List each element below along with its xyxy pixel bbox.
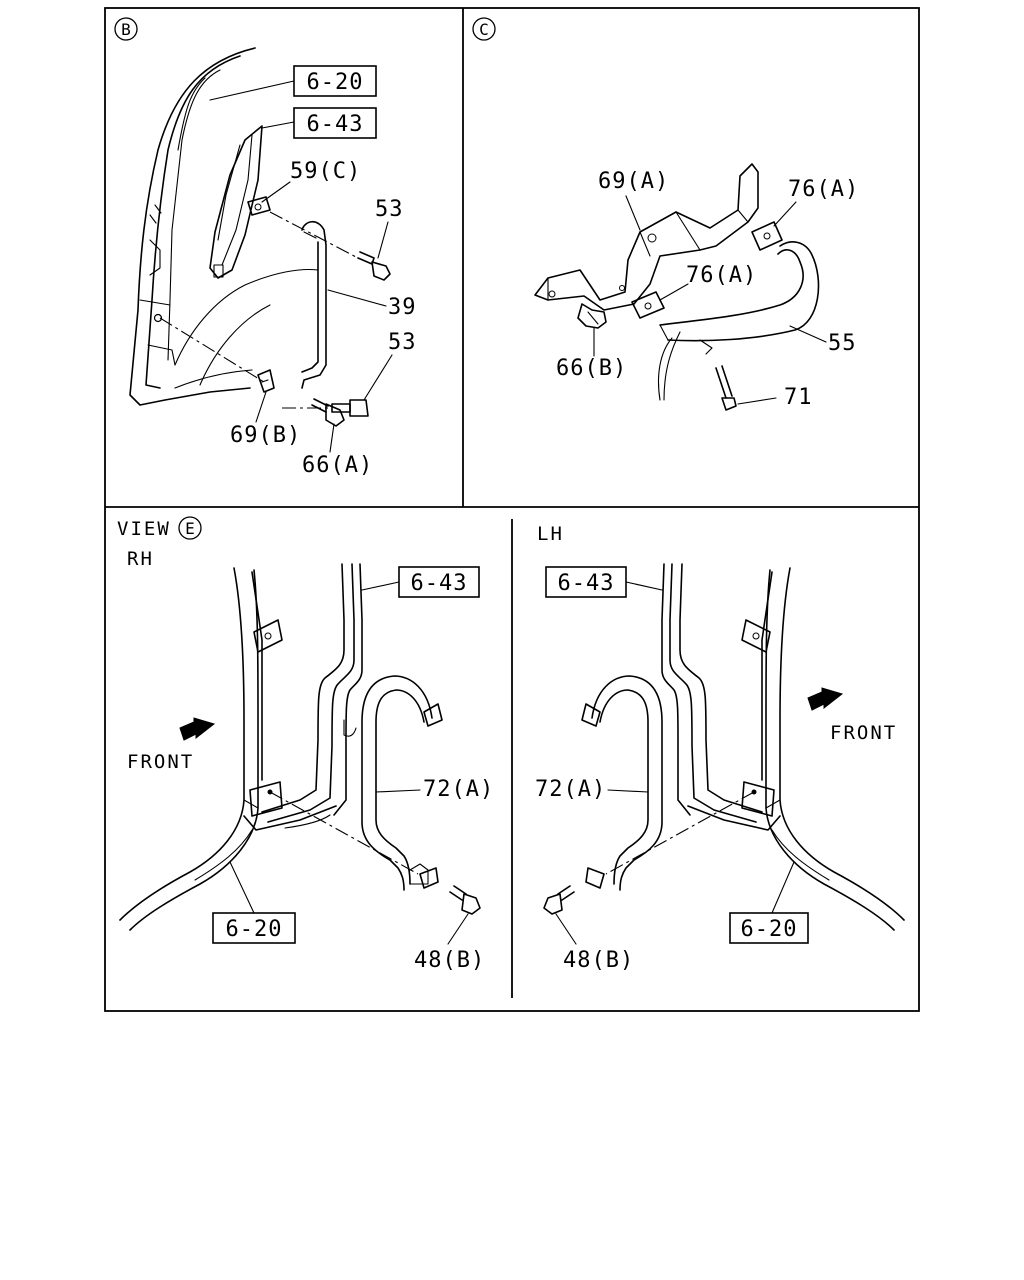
lh-ref-box-6-20: 6-20 bbox=[729, 912, 809, 944]
panel-e-lh: LH FRON bbox=[535, 523, 905, 973]
lh-grip-72a-drawing bbox=[581, 675, 663, 891]
label-55: 55 bbox=[828, 331, 857, 356]
lh-label-72a: 72(A) bbox=[535, 777, 606, 802]
bracket-69b-drawing bbox=[257, 369, 275, 393]
label-39: 39 bbox=[388, 295, 417, 320]
clip-76a-center-drawing bbox=[631, 291, 665, 319]
rh-grip-72a-drawing bbox=[361, 675, 443, 891]
rh-front-label: FRONT bbox=[127, 751, 194, 773]
label-69b: 69(B) bbox=[230, 423, 301, 448]
label-76a-right: 76(A) bbox=[788, 177, 859, 202]
lh-front-arrow-icon bbox=[807, 687, 844, 711]
svg-text:6-43: 6-43 bbox=[411, 571, 468, 596]
svg-text:C: C bbox=[479, 20, 489, 39]
label-76a-center: 76(A) bbox=[686, 263, 757, 288]
bolt-66b-drawing bbox=[577, 303, 607, 329]
clip-59c-drawing bbox=[247, 196, 271, 216]
label-69a: 69(A) bbox=[598, 169, 669, 194]
rh-ref-box-6-20: 6-20 bbox=[212, 912, 296, 944]
lh-bolt-48b-drawing bbox=[543, 885, 575, 915]
lh-front-label: FRONT bbox=[830, 722, 897, 744]
marker-b: B bbox=[114, 17, 138, 41]
diagram-frame bbox=[104, 7, 920, 1012]
bolt-53-upper-drawing bbox=[357, 251, 391, 281]
label-59c: 59(C) bbox=[290, 159, 361, 184]
marker-e: E bbox=[178, 516, 202, 540]
clip-76a-right-drawing bbox=[751, 221, 783, 251]
svg-text:6-43: 6-43 bbox=[558, 571, 615, 596]
label-71: 71 bbox=[784, 385, 813, 410]
screw-71-drawing bbox=[715, 365, 737, 411]
svg-text:6-20: 6-20 bbox=[307, 70, 364, 95]
svg-text:6-43: 6-43 bbox=[307, 112, 364, 137]
panel-e-rh: VIEW E RH bbox=[117, 516, 494, 973]
view-label: VIEW bbox=[117, 518, 171, 540]
rh-front-arrow-icon bbox=[179, 717, 216, 741]
label-53-lower: 53 bbox=[388, 330, 417, 355]
ref-box-6-43: 6-43 bbox=[293, 107, 377, 139]
marker-c: C bbox=[472, 17, 496, 41]
side-label-lh: LH bbox=[537, 523, 564, 545]
rh-label-72a: 72(A) bbox=[423, 777, 494, 802]
rh-pillar-drawing bbox=[119, 563, 363, 931]
bracket-69a-drawing bbox=[534, 163, 759, 311]
assist-grip-39-drawing bbox=[301, 220, 327, 389]
rh-bolt-48b-drawing bbox=[449, 885, 481, 915]
panel-c: C bbox=[472, 17, 859, 411]
pillar-trim-drawing bbox=[209, 125, 263, 279]
rh-ref-box-6-43: 6-43 bbox=[398, 566, 480, 598]
body-pillar-drawing bbox=[129, 47, 319, 406]
svg-text:6-20: 6-20 bbox=[226, 917, 283, 942]
ref-box-6-20: 6-20 bbox=[293, 65, 377, 97]
label-66b: 66(B) bbox=[556, 356, 627, 381]
side-label-rh: RH bbox=[127, 548, 154, 570]
svg-text:6-20: 6-20 bbox=[741, 917, 798, 942]
assist-grip-55-drawing bbox=[657, 241, 820, 401]
svg-text:B: B bbox=[121, 20, 131, 39]
rh-label-48b: 48(B) bbox=[414, 948, 485, 973]
label-53-upper: 53 bbox=[375, 197, 404, 222]
svg-text:E: E bbox=[185, 519, 195, 538]
panel-b: B bbox=[114, 17, 417, 478]
label-66a: 66(A) bbox=[302, 453, 373, 478]
lh-label-48b: 48(B) bbox=[563, 948, 634, 973]
lh-ref-box-6-43: 6-43 bbox=[545, 566, 627, 598]
bolt-53-lower-drawing bbox=[331, 399, 369, 417]
lh-pillar-drawing bbox=[661, 563, 905, 931]
